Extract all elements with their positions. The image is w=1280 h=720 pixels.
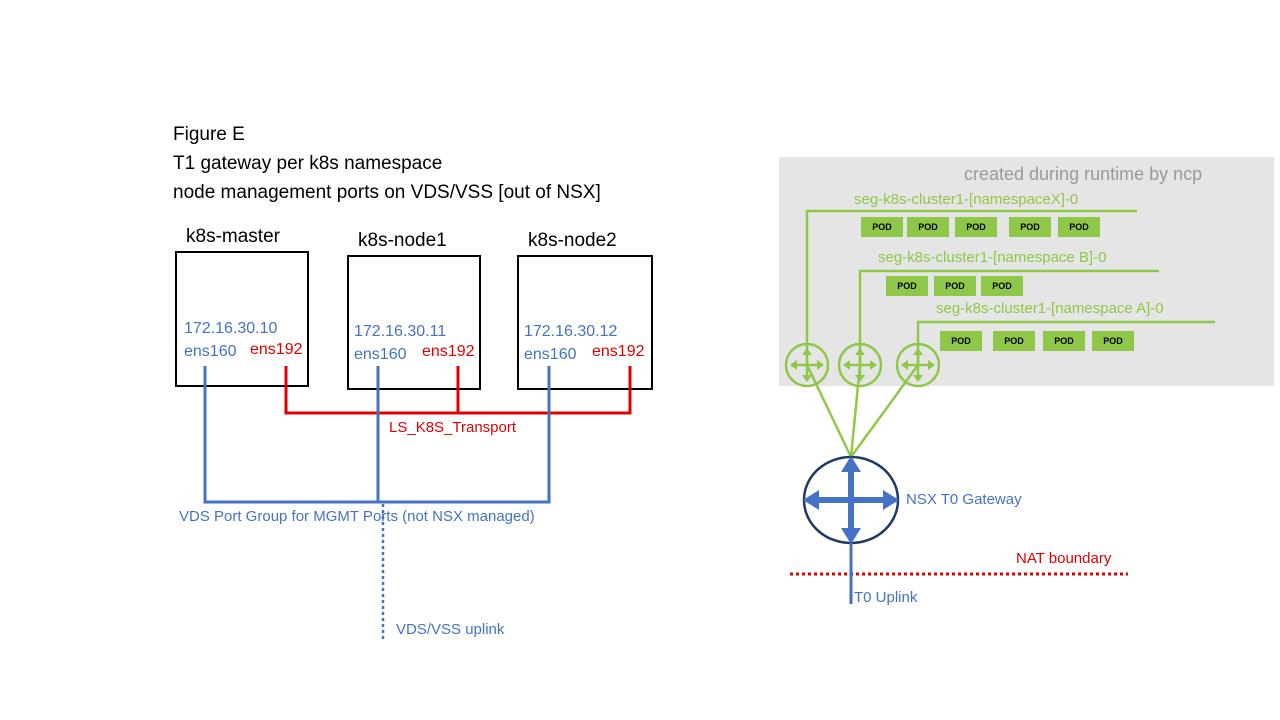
segment-label-namespace-a: seg-k8s-cluster1-[namespace A]-0 [936, 300, 1164, 317]
nat-boundary-label: NAT boundary [1016, 550, 1112, 567]
node-ip-k8s-node1: 172.16.30.11 [354, 323, 447, 340]
t1-router-icon [784, 342, 830, 388]
pod: POD [861, 217, 903, 237]
pod: POD [1058, 217, 1100, 237]
transport-interface-k8s-master: ens192 [250, 341, 303, 358]
node-ip-k8s-master: 172.16.30.10 [184, 320, 278, 337]
mgmt-interface-k8s-master: ens160 [184, 343, 237, 360]
pod: POD [934, 276, 976, 296]
mgmt-portgroup-label: VDS Port Group for MGMT Ports (not NSX m… [179, 508, 535, 525]
runtime-area-label: created during runtime by ncp [964, 164, 1203, 184]
node-name-k8s-node2: k8s-node2 [528, 230, 617, 251]
t1-router-icon [837, 342, 883, 388]
figure-description: node management ports on VDS/VSS [out of… [173, 182, 601, 203]
pod: POD [1009, 217, 1051, 237]
pod: POD [993, 331, 1035, 351]
pod: POD [1092, 331, 1134, 351]
node-ip-k8s-node2: 172.16.30.12 [524, 323, 618, 340]
transport-segment-label: LS_K8S_Transport [389, 419, 517, 436]
transport-links [284, 366, 632, 415]
mgmt-interface-k8s-node1: ens160 [354, 346, 407, 363]
node-name-k8s-master: k8s-master [186, 226, 280, 247]
figure-subtitle: T1 gateway per k8s namespace [173, 153, 443, 174]
pod: POD [907, 217, 949, 237]
pod: POD [886, 276, 928, 296]
t0-uplink-label: T0 Uplink [854, 589, 918, 606]
segment-label-namespace-x: seg-k8s-cluster1-[namespaceX]-0 [854, 191, 1079, 208]
node-name-k8s-node1: k8s-node1 [358, 230, 447, 251]
mgmt-interface-k8s-node2: ens160 [524, 346, 577, 363]
segment-label-namespace-b: seg-k8s-cluster1-[namespace B]-0 [878, 249, 1107, 266]
t1-router-icon [895, 342, 941, 388]
vds-uplink-label: VDS/VSS uplink [396, 621, 505, 638]
pod: POD [940, 331, 982, 351]
t0-gateway-label: NSX T0 Gateway [906, 491, 1022, 508]
t0-router-icon [802, 455, 900, 545]
figure-label: Figure E [173, 124, 245, 145]
mgmt-links [203, 366, 551, 504]
pod: POD [1043, 331, 1085, 351]
transport-interface-k8s-node1: ens192 [422, 343, 475, 360]
node-box-k8s-master [175, 251, 309, 387]
pod: POD [955, 217, 997, 237]
transport-interface-k8s-node2: ens192 [592, 343, 645, 360]
pod: POD [981, 276, 1023, 296]
